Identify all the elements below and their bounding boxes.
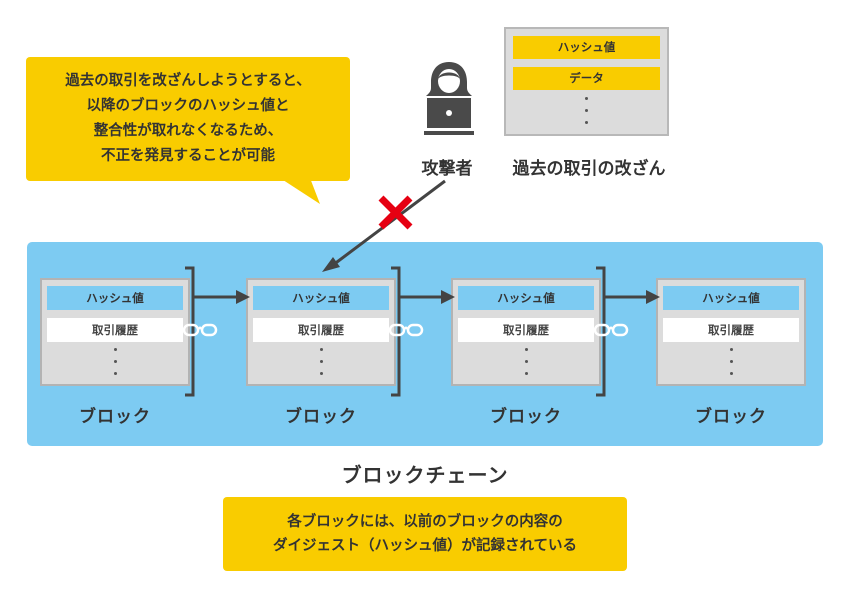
block-3: ハッシュ値 取引履歴	[451, 278, 601, 386]
tampered-block: ハッシュ値 データ	[504, 27, 669, 136]
callout-line: 以降のブロックのハッシュ値と	[86, 98, 290, 114]
ellipsis-icon	[453, 348, 599, 384]
callout-line: 過去の取引を改ざんしようとすると、	[65, 73, 311, 89]
ellipsis-icon	[248, 348, 394, 384]
callout-text: 過去の取引を改ざんしようとすると、 以降のブロックのハッシュ値と 整合性が取れな…	[65, 69, 310, 169]
block-1: ハッシュ値 取引履歴	[40, 278, 190, 386]
blockchain-title: ブロックチェーン	[341, 463, 509, 487]
callout-line: 整合性が取れなくなるため、	[93, 123, 283, 139]
tampered-hash-field: ハッシュ値	[513, 36, 660, 59]
callout-bubble: 過去の取引を改ざんしようとすると、 以降のブロックのハッシュ値と 整合性が取れな…	[26, 57, 350, 181]
hash-field: ハッシュ値	[47, 286, 183, 310]
note-box: 各ブロックには、以前のブロックの内容の ダイジェスト（ハッシュ値）が記録されてい…	[223, 497, 627, 571]
attacker-icon	[424, 62, 474, 135]
block-label: ブロック	[285, 407, 357, 427]
ellipsis-icon	[658, 348, 804, 384]
hash-field: ハッシュ値	[663, 286, 799, 310]
note-line: 各ブロックには、以前のブロックの内容の	[287, 514, 563, 530]
transaction-field: 取引履歴	[47, 318, 183, 342]
attacker-label: 攻撃者	[421, 159, 473, 179]
tampered-data-field: データ	[513, 67, 660, 90]
red-x-icon	[378, 195, 413, 230]
transaction-field: 取引履歴	[458, 318, 594, 342]
hash-field: ハッシュ値	[253, 286, 389, 310]
block-4: ハッシュ値 取引履歴	[656, 278, 806, 386]
ellipsis-icon	[506, 97, 667, 133]
note-line: ダイジェスト（ハッシュ値）が記録されている	[272, 538, 578, 554]
block-label: ブロック	[490, 407, 562, 427]
note-text: 各ブロックには、以前のブロックの内容の ダイジェスト（ハッシュ値）が記録されてい…	[273, 510, 577, 558]
block-label: ブロック	[695, 407, 767, 427]
hash-field: ハッシュ値	[458, 286, 594, 310]
transaction-field: 取引履歴	[253, 318, 389, 342]
ellipsis-icon	[42, 348, 188, 384]
callout-tail	[280, 178, 320, 204]
block-label: ブロック	[79, 407, 151, 427]
callout-line: 不正を発見することが可能	[100, 148, 275, 164]
transaction-field: 取引履歴	[663, 318, 799, 342]
tamper-label: 過去の取引の改ざん	[512, 159, 666, 179]
block-2: ハッシュ値 取引履歴	[246, 278, 396, 386]
